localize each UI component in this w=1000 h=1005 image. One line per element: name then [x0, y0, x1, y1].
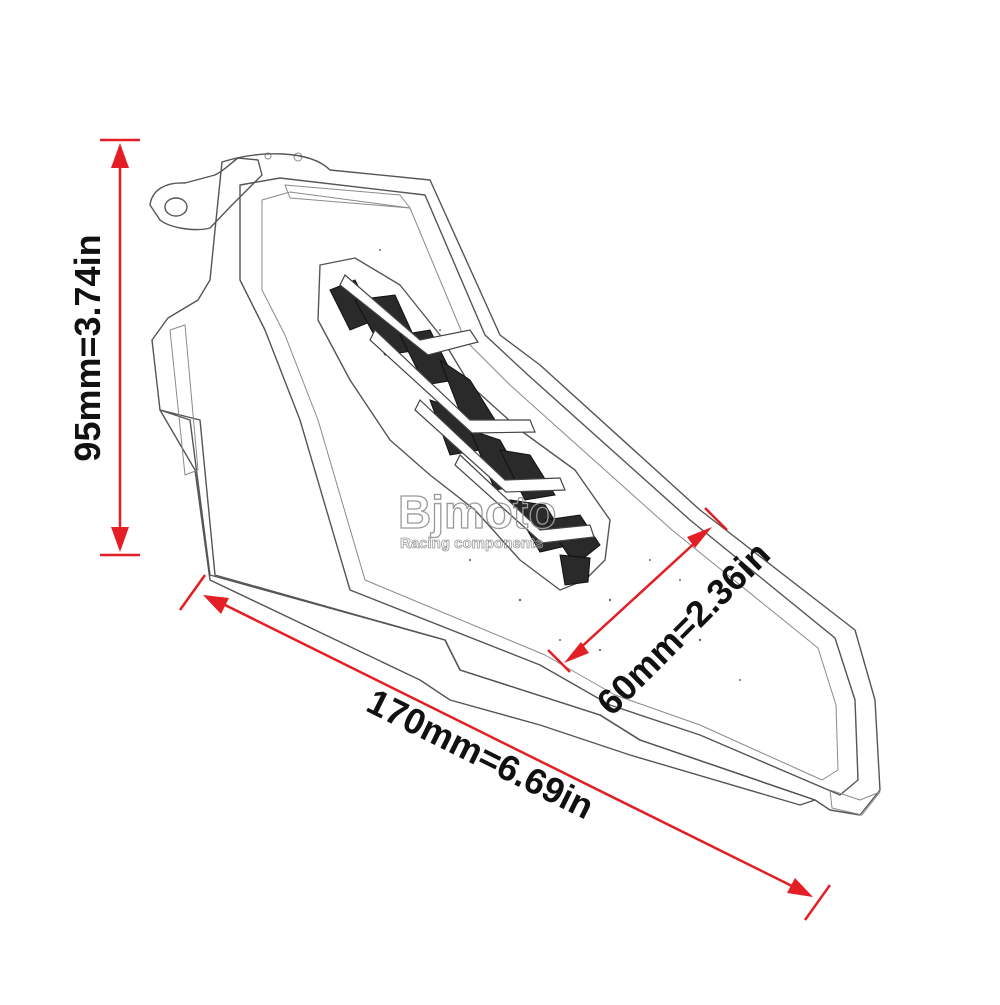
width-label: 60mm=2.36in [588, 533, 778, 723]
side-panel-rib [169, 324, 199, 476]
chevron-divider [454, 454, 595, 544]
length-label: 170mm=6.69in [361, 680, 601, 827]
chevron-dividers [339, 274, 595, 544]
watermark: Bjmoto Racing components [397, 485, 557, 552]
side-panel [159, 409, 816, 806]
width-arrow-bottom [564, 642, 589, 663]
length-tick-right [803, 884, 832, 921]
watermark-brand: Bjmoto [398, 486, 556, 538]
mounting-hole [164, 197, 188, 217]
watermark-tagline: Racing components [400, 535, 543, 552]
length-arrow-left [203, 595, 229, 614]
width-tick-bottom [547, 649, 571, 673]
lens-edge-strip [284, 184, 411, 209]
width-tick-top [704, 507, 728, 531]
chevron-divider [369, 329, 536, 434]
height-arrow-top [111, 143, 129, 168]
width-dimension-line [577, 539, 699, 651]
lens-speckles [379, 249, 741, 691]
small-hole-2 [264, 152, 272, 160]
mounting-tab [149, 157, 263, 231]
tail-light-sketch [149, 152, 881, 816]
led-cavity [317, 257, 611, 591]
height-label: 95mm=3.74in [67, 234, 108, 461]
length-arrow-right [787, 878, 813, 897]
length-dimension: 170mm=6.69in [178, 574, 832, 921]
height-arrow-bottom [111, 527, 129, 552]
chevron-divider [414, 399, 566, 493]
height-dimension: 95mm=3.74in [67, 138, 140, 557]
length-tick-left [178, 574, 207, 611]
chevron-divider [339, 274, 479, 356]
lens-outer-border [239, 177, 859, 796]
lens-inner-border [261, 191, 839, 781]
small-hole [293, 152, 303, 162]
led-segment [559, 554, 591, 586]
length-dimension-line [214, 598, 801, 892]
lens-tip [829, 789, 881, 816]
width-arrow-top [687, 527, 712, 548]
